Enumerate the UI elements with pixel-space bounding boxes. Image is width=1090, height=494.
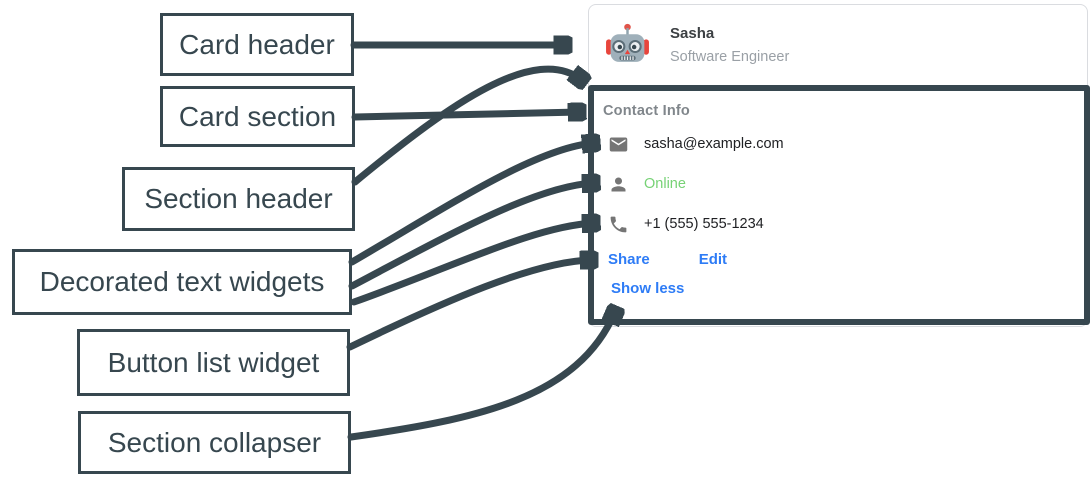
arrow-decorated-text-2 <box>348 183 594 290</box>
section-collapser-link[interactable]: Show less <box>611 280 685 297</box>
arrow-card-section <box>351 112 580 117</box>
annotation-label-decorated-text-widgets: Decorated text widgets <box>12 249 352 315</box>
decorated-text-email: sasha@example.com <box>608 132 784 156</box>
status-text: Online <box>644 176 686 192</box>
annotation-label-text: Button list widget <box>107 346 320 378</box>
phone-icon <box>610 216 627 232</box>
profile-card: Sasha Software Engineer Contact Info sas… <box>588 4 1090 327</box>
share-button[interactable]: Share <box>608 251 650 268</box>
annotation-label-text: Decorated text widgets <box>39 266 325 297</box>
decorated-text-status: Online <box>608 172 686 196</box>
identity-block: Sasha Software Engineer <box>670 25 789 65</box>
person-icon <box>611 177 626 191</box>
phone-text: +1 (555) 555-1234 <box>644 216 764 232</box>
arrow-button-list <box>346 260 592 351</box>
email-text: sasha@example.com <box>644 136 784 152</box>
person-name: Sasha <box>670 25 715 42</box>
annotation-label-section-header: Section header <box>122 167 355 231</box>
arrow-decorated-text-1 <box>348 143 594 266</box>
annotation-label-card-header: Card header <box>160 13 354 76</box>
annotation-label-text: Section header <box>144 183 333 214</box>
card-section: Contact Info sasha@example.com Online +1… <box>588 85 1090 325</box>
annotation-label-text: Section collapser <box>107 426 322 458</box>
robot-icon <box>606 23 649 62</box>
card-header: Sasha Software Engineer <box>589 5 1087 85</box>
annotation-label-button-list-widget: Button list widget <box>77 329 350 396</box>
edit-button[interactable]: Edit <box>698 251 728 268</box>
arrow-decorated-text-3 <box>350 223 594 306</box>
annotation-label-text: Card header <box>179 28 335 60</box>
person-role: Software Engineer <box>670 49 790 65</box>
button-list: Share Edit <box>608 251 727 268</box>
arrow-section-header <box>351 69 582 186</box>
arrow-section-collapser <box>347 312 615 441</box>
annotation-label-section-collapser: Section collapser <box>78 411 351 474</box>
decorated-text-phone: +1 (555) 555-1234 <box>608 212 764 236</box>
annotation-label-text: Card section <box>178 100 337 132</box>
annotation-label-card-section: Card section <box>160 86 355 147</box>
email-icon <box>609 137 628 151</box>
section-header: Contact Info <box>603 103 690 119</box>
